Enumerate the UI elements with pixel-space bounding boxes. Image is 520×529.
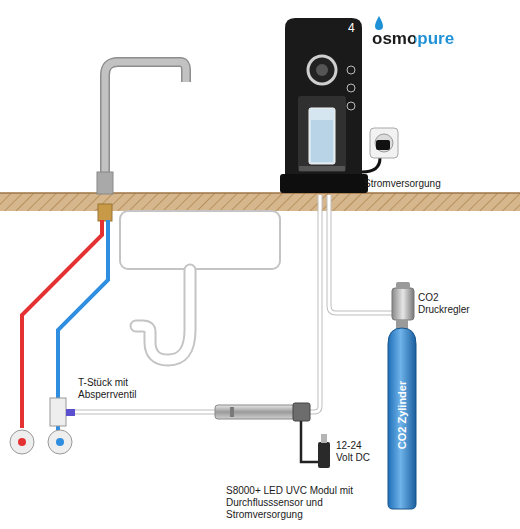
cylinder-label: CO2 Zylinder: [396, 381, 408, 449]
faucet-outline: [105, 62, 186, 180]
faucet: [105, 62, 186, 180]
hose: [75, 411, 215, 414]
faucet-base: [97, 172, 113, 194]
touch-button: [347, 102, 355, 110]
brass-connector: [98, 204, 112, 221]
angle-valve-cold-mark: [56, 438, 64, 446]
angle-valve-hot: [10, 430, 34, 454]
regulator-label: CO2 Druckregler: [418, 292, 480, 316]
hose: [310, 195, 320, 412]
t-piece: [50, 398, 66, 426]
angle-valve-cold: [48, 430, 72, 454]
display-digit: 4: [348, 21, 355, 35]
dc-plug: [318, 442, 330, 468]
dc-plug-tip: [321, 434, 327, 443]
countertop: [0, 193, 520, 211]
angle-valve-hot-mark: [18, 438, 26, 446]
outlet-socket: [375, 134, 393, 152]
voltage-label: 12-24 Volt DC: [336, 440, 381, 464]
power-outlet: [370, 128, 398, 158]
glass: [309, 108, 335, 164]
dispenser-foot: [280, 174, 368, 193]
uv-module-ring: [230, 407, 234, 417]
co2-cylinder: CO2 Zylinder: [385, 320, 419, 510]
glass-water: [311, 120, 333, 162]
water-hose: [75, 195, 392, 412]
power-plug: [376, 140, 390, 150]
flow-sensor: [293, 403, 310, 421]
sink-basin: [120, 211, 280, 269]
drain-pipe-outline: [136, 270, 190, 360]
regulator-knob: [396, 282, 410, 289]
cold-water-line: [58, 220, 108, 400]
cylinder-body: [388, 328, 416, 509]
t-piece-label: T-Stück mit Absperrventil: [78, 377, 158, 401]
hose-outline: [310, 195, 320, 412]
dispenser-body: [285, 18, 362, 178]
machine-power-cable: [362, 158, 380, 172]
countertop-edge: [0, 192, 520, 194]
drip-tray: [299, 166, 345, 171]
touch-button: [347, 84, 355, 92]
co2-regulator: [392, 288, 414, 320]
drain-trap: [136, 270, 190, 360]
drain-pipe: [136, 270, 190, 360]
control-dial: [308, 56, 336, 84]
co2-hose-outline: [329, 195, 392, 313]
touch-button: [347, 66, 355, 74]
control-dial-center: [316, 64, 328, 76]
uv-module-label: S8000+ LED UVC Modul mit Durchflusssenso…: [226, 485, 358, 521]
uv-module: [215, 405, 295, 419]
hose-outline: [75, 410, 215, 415]
dispensing-recess: [298, 96, 346, 172]
power-cable: [301, 421, 318, 462]
power-label: Stromversorgung: [364, 178, 441, 190]
co2-hose: [329, 195, 392, 313]
logo-drop: [375, 16, 383, 30]
brand-logo: osmopure: [372, 29, 454, 49]
shutoff-valve: [66, 409, 75, 416]
